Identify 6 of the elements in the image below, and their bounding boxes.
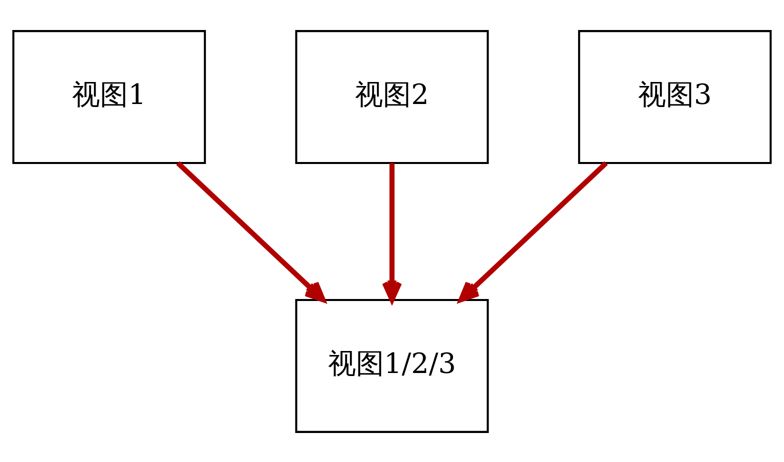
node-box: 视图2 bbox=[295, 30, 489, 164]
node-box: 视图1 bbox=[12, 30, 206, 164]
node-box: 视图1/2/3 bbox=[295, 298, 489, 432]
arrow bbox=[176, 160, 326, 302]
arrow bbox=[458, 160, 608, 302]
node-box: 视图3 bbox=[578, 30, 772, 164]
